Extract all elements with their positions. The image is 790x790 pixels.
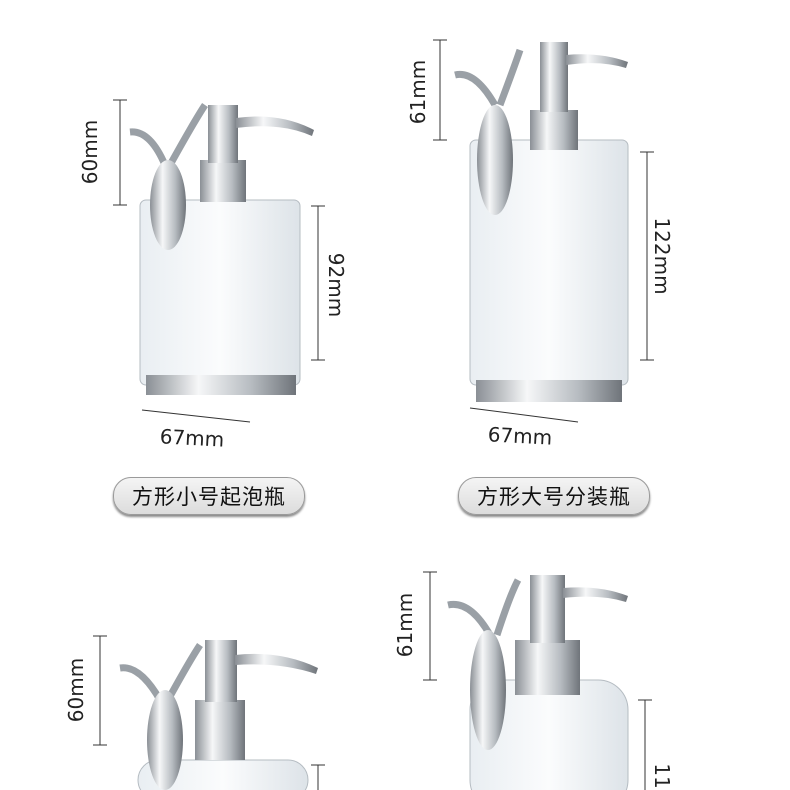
small-round-bottle (119, 640, 318, 790)
product-name-large-dispenser-bottle: 方形大号分装瓶 (458, 477, 650, 515)
small-square-bottle (129, 103, 314, 395)
body-height-label: 122mm (650, 217, 674, 295)
pump-height-label: 61mm (406, 59, 430, 125)
body-height-label: 92mm (324, 252, 348, 318)
pump-height-label: 60mm (78, 119, 102, 185)
width-label: 67mm (159, 424, 225, 452)
body-height-label-partial: 11 (650, 763, 674, 789)
large-round-bottle (447, 575, 629, 790)
width-label: 67mm (487, 422, 553, 450)
pump-height-label: 60mm (64, 657, 88, 723)
product-name-small-foam-bottle: 方形小号起泡瓶 (113, 477, 305, 515)
pump-height-label: 61mm (393, 592, 417, 658)
large-square-bottle (454, 42, 629, 402)
